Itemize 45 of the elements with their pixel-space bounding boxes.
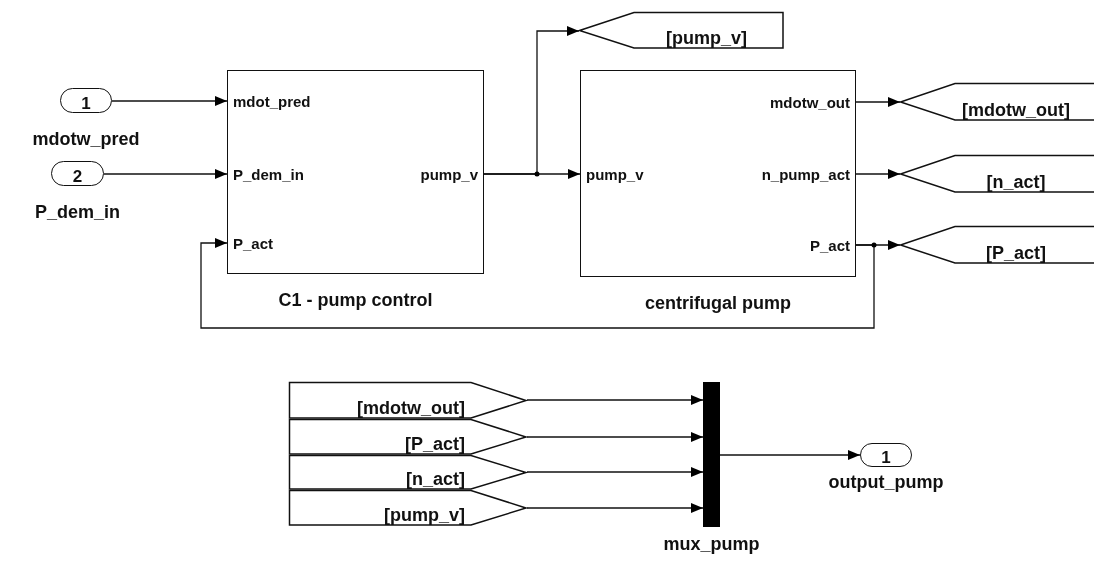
signal-tag: [P_act] bbox=[940, 244, 1092, 262]
signal-line bbox=[526, 503, 704, 513]
signal-tag: [mdotw_out] bbox=[940, 101, 1092, 119]
from-tag-block bbox=[289, 419, 527, 455]
signal-line bbox=[855, 169, 901, 179]
block-name: mdotw_pred bbox=[32, 130, 140, 148]
from-tag-block bbox=[289, 455, 527, 490]
port-block bbox=[51, 161, 104, 186]
goto-tag-block bbox=[579, 12, 784, 49]
port-label: P_act bbox=[233, 236, 274, 251]
port-number: 1 bbox=[880, 449, 892, 466]
signal-line bbox=[526, 395, 704, 405]
port-label: mdotw_out bbox=[770, 95, 850, 110]
block-name: C1 - pump control bbox=[278, 291, 433, 309]
block-name: centrifugal pump bbox=[645, 294, 791, 312]
goto-tag-block bbox=[900, 226, 1094, 264]
signal-line bbox=[103, 169, 228, 179]
port-block bbox=[860, 443, 912, 467]
signal-line bbox=[111, 96, 228, 106]
subsystem-block bbox=[580, 70, 856, 277]
goto-tag-block bbox=[900, 83, 1094, 121]
port-label: pump_v bbox=[586, 167, 644, 182]
port-label: P_act bbox=[809, 238, 850, 253]
signal-line bbox=[719, 450, 861, 460]
block-name: mux_pump bbox=[663, 535, 760, 553]
signal-line bbox=[526, 467, 704, 477]
signal-line bbox=[526, 432, 704, 442]
from-tag-block bbox=[289, 490, 527, 526]
signal-tag: [n_act] bbox=[940, 173, 1092, 191]
subsystem-block bbox=[227, 70, 484, 274]
port-label: n_pump_act bbox=[761, 167, 850, 182]
from-tag-block bbox=[289, 382, 527, 419]
signal-line bbox=[200, 238, 875, 329]
port-number: 2 bbox=[71, 167, 84, 185]
goto-tag-block bbox=[900, 155, 1094, 193]
signal-line bbox=[855, 97, 901, 107]
mux-bar bbox=[703, 382, 720, 527]
port-label: mdot_pred bbox=[233, 94, 311, 109]
block-name: P_dem_in bbox=[35, 203, 120, 221]
signal-line bbox=[483, 26, 580, 175]
port-number: 1 bbox=[80, 94, 92, 112]
port-label: pump_v bbox=[420, 167, 478, 182]
port-block bbox=[60, 88, 112, 113]
block-name: output_pump bbox=[828, 473, 944, 491]
port-label: P_dem_in bbox=[233, 167, 304, 182]
